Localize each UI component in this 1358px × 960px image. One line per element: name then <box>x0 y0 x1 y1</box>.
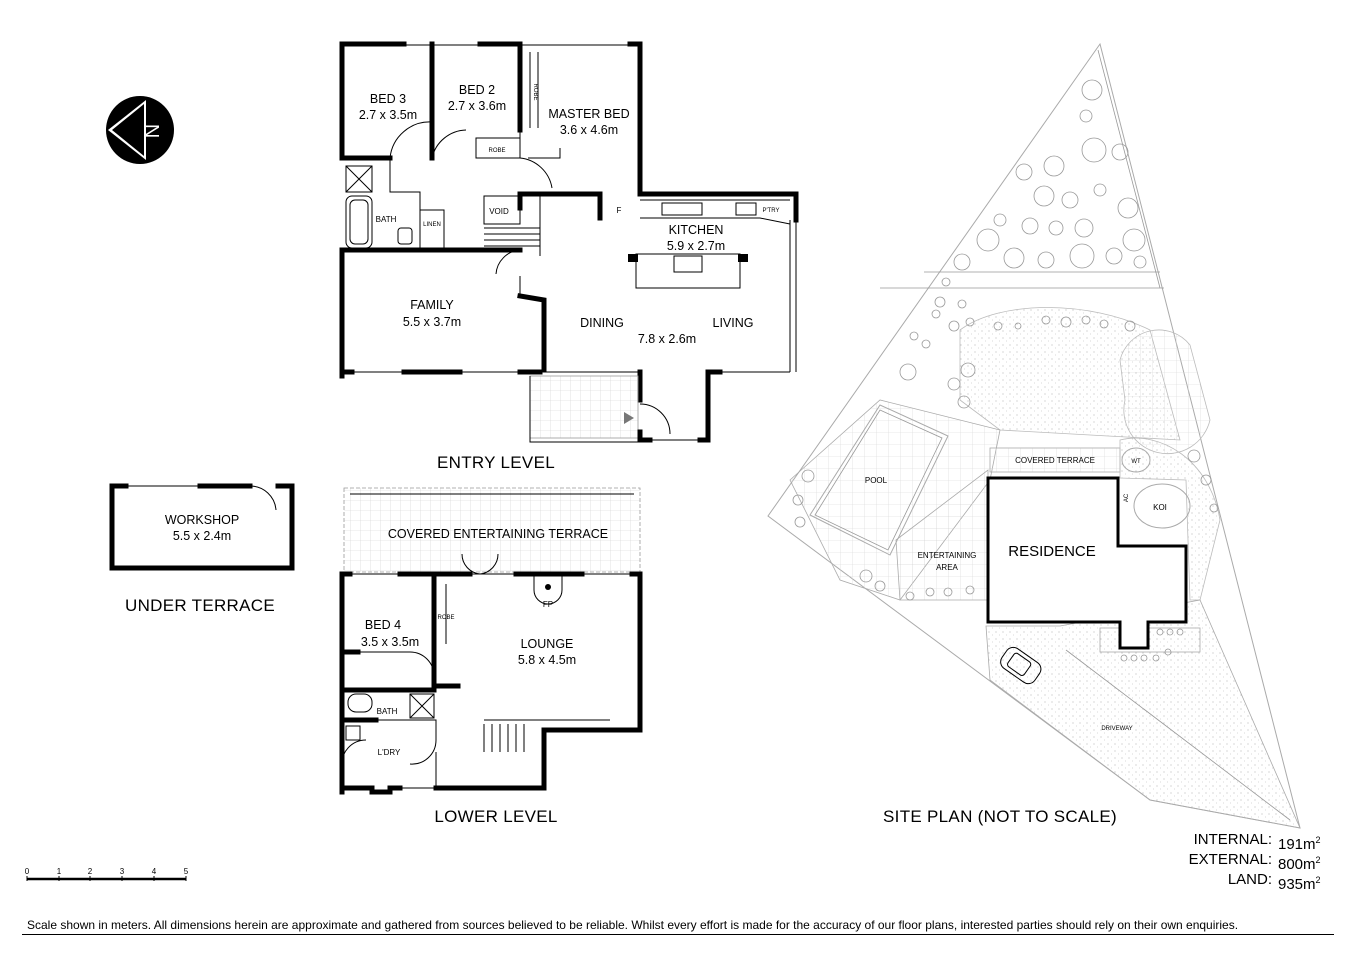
entry-level-plan <box>339 41 799 443</box>
linen-label: LINEN <box>423 222 441 228</box>
master-dims: 3.6 x 4.6m <box>560 123 618 137</box>
workshop-dims: 5.5 x 2.4m <box>173 529 231 543</box>
area-internal: INTERNAL: 191m2 <box>1180 830 1328 853</box>
driveway-label: DRIVEWAY <box>1101 726 1132 732</box>
area-unit-sup: 2 <box>1315 855 1321 865</box>
koi-label: KOI <box>1153 503 1167 512</box>
ac-label: AC <box>1124 493 1130 502</box>
entry-level-title: ENTRY LEVEL <box>437 453 555 472</box>
scale-tick-4: 4 <box>152 867 157 876</box>
scale-tick-0: 0 <box>25 867 30 876</box>
area-value: 935m <box>1278 876 1316 893</box>
dining-living-dims: 7.8 x 2.6m <box>638 332 696 346</box>
scale-tick-1: 1 <box>57 867 62 876</box>
area-summary: INTERNAL: 191m2 EXTERNAL: 800m2 LAND: 93… <box>1180 830 1328 893</box>
residence-label: RESIDENCE <box>1008 543 1096 560</box>
bed3-dims: 2.7 x 3.5m <box>359 108 417 122</box>
area-external: EXTERNAL: 800m2 <box>1180 850 1328 873</box>
car-icon <box>1000 646 1042 685</box>
tree-icons <box>792 79 1219 662</box>
disclaimer-divider <box>22 934 1334 935</box>
void-label: VOID <box>489 207 509 216</box>
lower-level-title: LOWER LEVEL <box>434 807 557 826</box>
area-label: LAND: <box>1227 871 1272 888</box>
area-land: LAND: 935m2 <box>1180 870 1328 893</box>
under-terrace-title: UNDER TERRACE <box>125 596 275 615</box>
scale-bar: 0 1 2 3 4 5 <box>25 867 189 881</box>
area-label: AREA <box>936 563 958 572</box>
north-arrow-icon: N <box>106 96 174 164</box>
kitchen-dims: 5.9 x 2.7m <box>667 239 725 253</box>
bed4-name: BED 4 <box>365 618 401 632</box>
scale-tick-5: 5 <box>184 867 189 876</box>
bed3-name: BED 3 <box>370 92 406 106</box>
bed4-dims: 3.5 x 3.5m <box>361 635 419 649</box>
lower-level-labels: COVERED ENTERTAINING TERRACE BED 4 3.5 x… <box>361 527 608 826</box>
fridge-label: F <box>617 206 622 215</box>
covered-terrace-label: COVERED TERRACE <box>1015 456 1095 465</box>
area-label: INTERNAL: <box>1193 831 1272 848</box>
living-label: LIVING <box>713 316 754 330</box>
entry-level-labels: BED 3 2.7 x 3.5m BED 2 2.7 x 3.6m MASTER… <box>359 83 780 472</box>
bed2-name: BED 2 <box>459 83 495 97</box>
bed2-dims: 2.7 x 3.6m <box>448 99 506 113</box>
wt-label: WT <box>1131 459 1141 465</box>
under-terrace-plan: WORKSHOP 5.5 x 2.4m UNDER TERRACE <box>109 483 295 615</box>
laundry-label: L'DRY <box>378 748 401 757</box>
pool-label: POOL <box>865 476 888 485</box>
compass-letter: N <box>142 124 164 138</box>
scale-tick-3: 3 <box>120 867 125 876</box>
lower-bath-label: BATH <box>377 707 398 716</box>
family-name: FAMILY <box>410 298 454 312</box>
family-dims: 5.5 x 3.7m <box>403 315 461 329</box>
area-value: 800m <box>1278 856 1316 873</box>
area-value: 191m <box>1278 836 1316 853</box>
master-name: MASTER BED <box>548 107 629 121</box>
dining-label: DINING <box>580 316 624 330</box>
terrace-label: COVERED ENTERTAINING TERRACE <box>388 527 608 541</box>
lower-level-plan <box>339 487 643 795</box>
area-unit-sup: 2 <box>1315 835 1321 845</box>
lower-robe-label: ROBE <box>437 615 454 621</box>
area-label: EXTERNAL: <box>1188 851 1272 868</box>
kitchen-name: KITCHEN <box>669 223 724 237</box>
lounge-name: LOUNGE <box>521 637 574 651</box>
disclaimer-text: Scale shown in meters. All dimensions he… <box>27 918 1239 932</box>
fireplace-label: FP <box>543 600 553 609</box>
workshop-name: WORKSHOP <box>165 513 239 527</box>
lounge-dims: 5.8 x 4.5m <box>518 653 576 667</box>
pantry-label: P'TRY <box>762 208 779 214</box>
entertaining-label: ENTERTAINING <box>918 551 977 560</box>
area-unit-sup: 2 <box>1315 875 1321 885</box>
site-plan: POOL COVERED TERRACE WT AC KOI RESIDENCE… <box>767 42 1301 829</box>
scale-tick-2: 2 <box>88 867 93 876</box>
entry-bath-label: BATH <box>376 215 397 224</box>
robe1-label: ROBE <box>532 83 538 100</box>
site-plan-title: SITE PLAN (NOT TO SCALE) <box>883 807 1117 826</box>
robe2-label: ROBE <box>488 148 505 154</box>
